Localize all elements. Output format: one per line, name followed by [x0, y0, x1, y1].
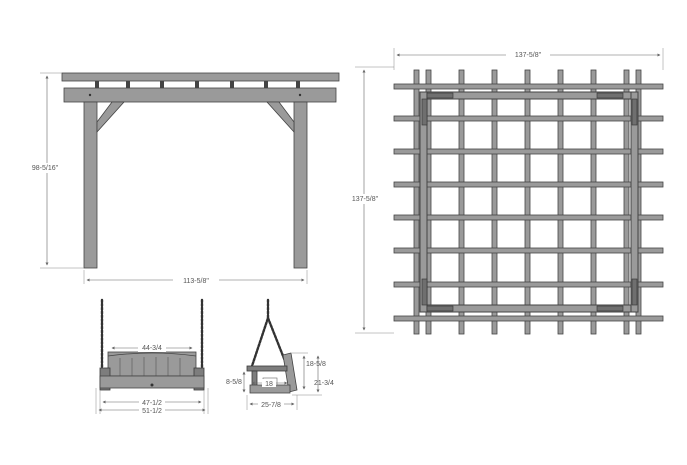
pergola-main-beam — [63, 87, 337, 103]
plan-rafter — [623, 69, 630, 335]
pergola-left-post — [83, 101, 98, 269]
plan-rafter — [557, 69, 564, 335]
swing-back-width-label: 44-3/4 — [142, 345, 162, 352]
plan-rafter — [590, 69, 597, 335]
plan-corner-braces — [421, 92, 638, 312]
swing-side-height-label: 18-5/8 — [306, 361, 326, 368]
plan-horizontal-slats — [393, 83, 664, 322]
swing-side-backrest — [282, 352, 298, 393]
plan-slat — [393, 83, 664, 90]
plan-slat — [393, 315, 664, 322]
pergola-left-brace — [96, 101, 125, 134]
plan-width-label: 137-5/8" — [515, 52, 542, 59]
pergola-front-view: 98-5/16" 113-5/8" — [20, 72, 340, 285]
plan-rafter — [413, 69, 420, 335]
plan-rafter — [524, 69, 531, 335]
plan-slat — [393, 214, 664, 221]
plan-beam-frame — [419, 91, 639, 313]
pergola-height-label: 98-5/16" — [32, 165, 59, 172]
swing-seat-width-label: 47-1/2 — [142, 400, 162, 407]
swing-side-front-chain — [250, 298, 270, 368]
plan-slat — [393, 247, 664, 254]
plan-depth-label: 137-5/8" — [352, 196, 379, 203]
plan-vertical-rafters — [413, 69, 642, 335]
swing-backrest — [107, 351, 197, 377]
plan-rafter — [458, 69, 465, 335]
swing-front-view: 44-3/4 47-1/2 51-1/2 — [95, 298, 209, 415]
swing-back-slats — [119, 357, 181, 376]
swing-side-arm — [246, 365, 288, 372]
pergola-width-label: 113-5/8" — [183, 278, 209, 285]
swing-side-view: 18-5/8 21-3/4 8-5/8 18 25-7/8 — [226, 298, 334, 410]
plan-slat — [393, 181, 664, 188]
pergola-right-brace — [266, 101, 295, 134]
swing-overall-width-label: 51-1/2 — [142, 408, 162, 415]
swing-overall-height-label: 21-3/4 — [314, 380, 334, 387]
pergola-top-rafter — [61, 72, 340, 82]
swing-seat-depth-label: 18 — [265, 381, 273, 388]
plan-slat — [393, 115, 664, 122]
pergola-rafter-cross-members — [95, 81, 300, 88]
swing-seat-height-label: 8-5/8 — [226, 379, 242, 386]
pergola-top-view: 137-5/8" 137-5/8" — [345, 48, 664, 335]
pergola-right-post — [293, 101, 308, 269]
swing-overall-depth-label: 25-7/8 — [261, 402, 281, 409]
plan-slat — [393, 281, 664, 288]
plan-rafter — [491, 69, 498, 335]
swing-seat — [99, 375, 205, 389]
plan-slat — [393, 148, 664, 155]
